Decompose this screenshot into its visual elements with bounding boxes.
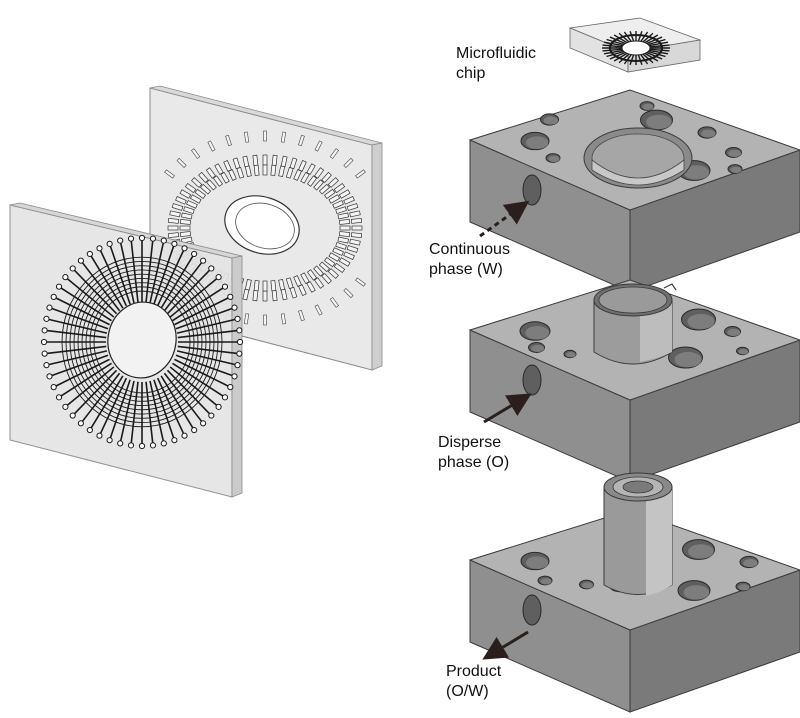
label-chip-line1: Microfluidic — [456, 45, 537, 62]
middle-block-tube — [593, 283, 677, 365]
label-product: Product (O/W) — [446, 662, 501, 702]
label-product-line2: (O/W) — [446, 683, 489, 700]
label-disperse-line1: Disperse — [438, 434, 502, 451]
label-continuous-line2: phase (W) — [429, 261, 503, 278]
top-block-recess — [583, 127, 693, 189]
top-manifold-block — [468, 89, 800, 293]
label-disperse-phase: Disperse phase (O) — [438, 433, 509, 473]
bottom-block-column — [603, 472, 673, 596]
front-glass-plate — [9, 202, 244, 498]
label-continuous-phase: Continuous phase (W) — [429, 240, 510, 280]
label-disperse-line2: phase (O) — [438, 454, 510, 471]
label-product-line1: Product — [446, 663, 502, 680]
chip-thumbnail — [568, 17, 702, 73]
front-plate-center-disc — [107, 301, 177, 379]
label-chip-line2: chip — [456, 65, 486, 82]
solid-arrow-icon — [483, 393, 532, 424]
solid-arrow-icon — [482, 630, 529, 660]
label-continuous-line1: Continuous — [429, 241, 510, 258]
radial-channel-network — [40, 234, 244, 450]
label-microfluidic-chip: Microfluidic chip — [456, 44, 536, 84]
